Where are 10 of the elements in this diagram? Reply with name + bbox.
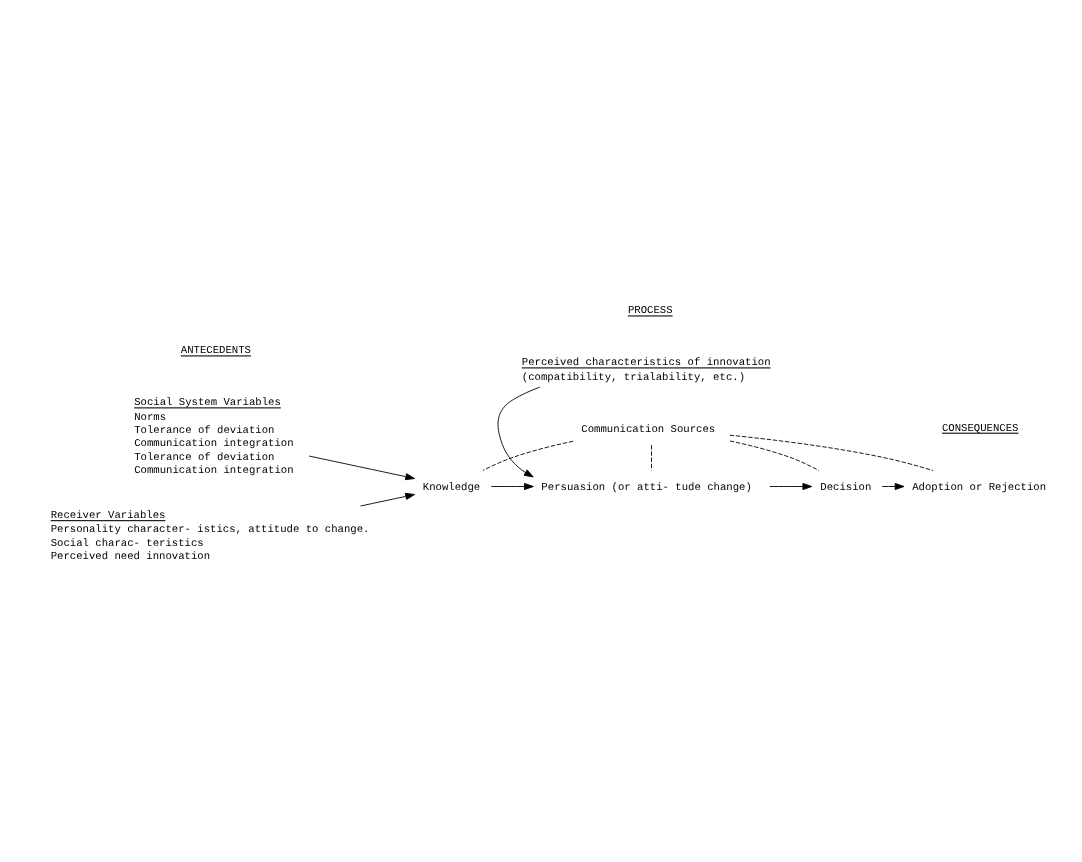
arrow xyxy=(769,482,813,491)
connector xyxy=(729,434,934,471)
arrow xyxy=(881,482,905,491)
arrow xyxy=(360,492,416,507)
connector xyxy=(729,440,820,471)
arrow xyxy=(490,482,534,491)
connector xyxy=(651,444,652,471)
connector xyxy=(482,440,574,471)
arrow xyxy=(497,386,541,478)
arrow xyxy=(308,455,416,481)
